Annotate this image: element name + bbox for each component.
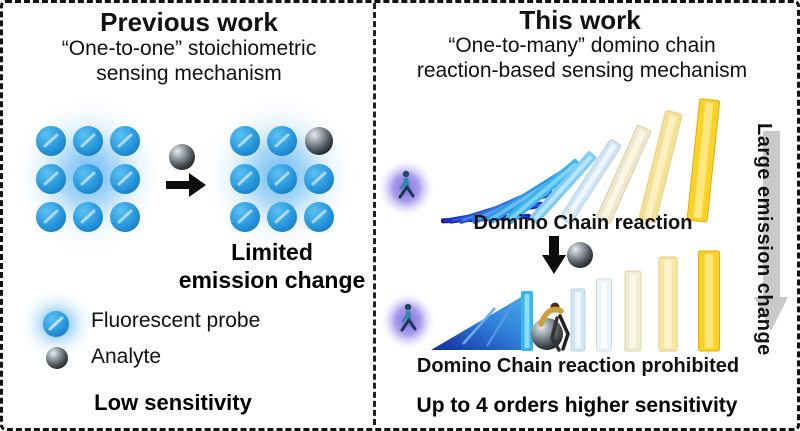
legend-icons bbox=[17, 287, 97, 369]
emission-arrow-head bbox=[754, 297, 788, 331]
wedge-slat bbox=[462, 307, 496, 345]
probe-grid-before bbox=[36, 126, 140, 232]
down-arrow-head bbox=[542, 255, 566, 274]
down-arrow-icon bbox=[549, 236, 559, 256]
domino-chain-prohibited-caption: Domino Chain reaction prohibited bbox=[416, 355, 740, 377]
legend-analyte-label: Analyte bbox=[91, 345, 162, 368]
higher-sensitivity-label: Up to 4 orders higher sensitivity bbox=[416, 394, 738, 417]
probe-grid-after bbox=[230, 126, 334, 232]
analyte-trigger-sphere bbox=[567, 242, 593, 268]
right-arrow-icon bbox=[166, 173, 206, 197]
one-to-one-illustration bbox=[9, 94, 360, 256]
domino-chain-reaction-illustration bbox=[377, 98, 720, 225]
pusher-person-icon bbox=[398, 170, 415, 199]
low-sensitivity-label: Low sensitivity bbox=[94, 390, 252, 415]
domino-chain-prohibited-illustration bbox=[380, 250, 720, 352]
probe-slash bbox=[48, 316, 64, 331]
panel-divider bbox=[373, 3, 376, 428]
wedge-slat-2 bbox=[486, 303, 514, 347]
previous-work-subtitle: “One-to-one” stoichiometric sensing mech… bbox=[61, 37, 317, 85]
analyte-bound-sphere bbox=[305, 127, 333, 155]
this-work-title: This work bbox=[519, 5, 641, 35]
limited-emission-label: Limited emission change bbox=[178, 239, 366, 293]
fallen-dominoes-wedge bbox=[431, 296, 525, 350]
falling-dominoes bbox=[440, 98, 720, 225]
emission-arrow-shaft bbox=[763, 131, 780, 299]
previous-work-title: Previous work bbox=[100, 7, 278, 37]
analyte-added-sphere bbox=[169, 144, 195, 170]
pusher-person-icon-2 bbox=[400, 303, 417, 332]
analyte-trigger-group bbox=[542, 236, 593, 274]
legend-probe-label: Fluorescent probe bbox=[91, 309, 261, 332]
domino-chain-reaction-caption: Domino Chain reaction bbox=[473, 212, 693, 234]
blocker-person-icon bbox=[538, 302, 570, 352]
analyte-icon bbox=[46, 347, 68, 369]
this-work-subtitle: “One-to-many” domino chain reaction-base… bbox=[416, 34, 748, 82]
standing-dominoes bbox=[521, 250, 720, 352]
large-emission-change-label: Large emission change bbox=[753, 122, 775, 356]
